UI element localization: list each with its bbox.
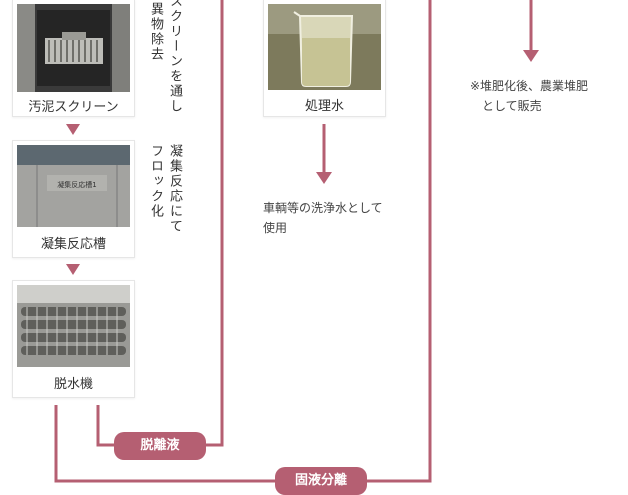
dehydrator-card: 脱水機 <box>12 280 135 398</box>
compost-note-line2: として販売 <box>482 99 542 113</box>
flocculation-tank-photo: 凝集反応槽1 <box>17 145 130 227</box>
water-use-note-line2: 使用 <box>263 221 288 235</box>
screen-note-line2: 異物除去 <box>148 2 163 62</box>
sludge-screen-photo <box>17 4 130 92</box>
flocculation-tank-card: 凝集反応槽1 凝集反応槽 <box>12 140 135 258</box>
floc-note-line2: フロック化 <box>148 144 163 219</box>
separation-line <box>54 0 432 483</box>
sludge-screen-caption: 汚泥スクリーン <box>28 100 119 115</box>
floc-note-line1: 凝集反応にて <box>167 144 182 234</box>
floc-to-dehydrator-arrow <box>66 264 80 275</box>
dehydrator-caption: 脱水機 <box>53 377 93 392</box>
flocculation-tank-caption: 凝集反応槽 <box>40 237 106 252</box>
floc-plate-text: 凝集反応槽1 <box>57 180 96 189</box>
treated-water-arrow-head <box>316 172 332 184</box>
water-use-note-line1: 車輌等の洗浄水として <box>263 201 383 215</box>
dehydrator-photo <box>17 285 130 367</box>
treated-water-card: 処理水 <box>263 0 386 117</box>
screen-note-line1: スクリーンを通し <box>167 0 182 114</box>
compost-arrow-head <box>523 50 539 62</box>
sludge-screen-card: 汚泥スクリーン <box>12 0 135 117</box>
filtrate-label: 脱離液 <box>114 432 206 460</box>
solid-liquid-separation-label: 固液分離 <box>275 467 367 495</box>
compost-note-line1: ※堆肥化後、農業堆肥 <box>470 79 589 93</box>
treated-water-caption: 処理水 <box>304 99 344 114</box>
treated-water-photo <box>268 4 381 90</box>
screen-to-floc-arrow <box>66 124 80 135</box>
